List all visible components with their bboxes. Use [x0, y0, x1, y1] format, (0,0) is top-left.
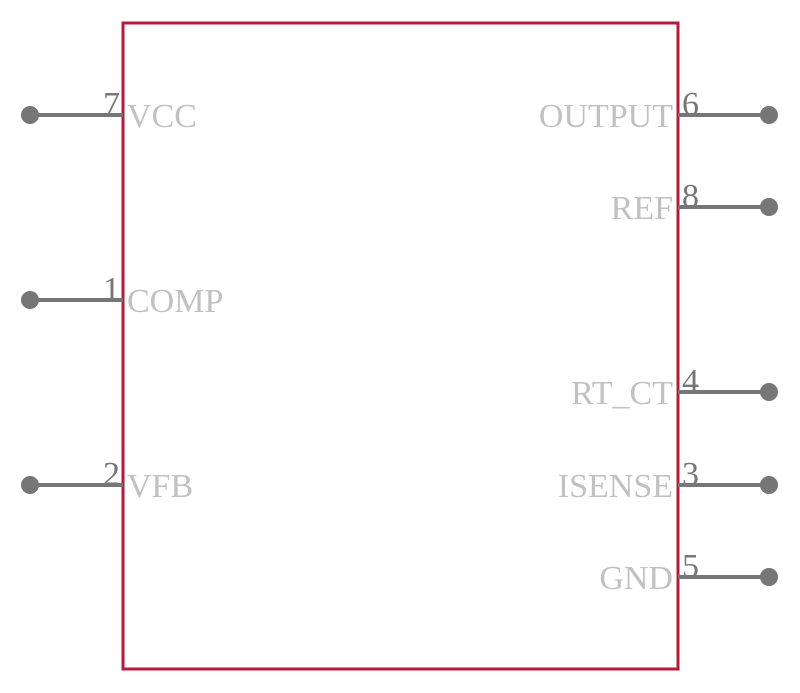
pin-end-dot[interactable]: [760, 568, 778, 586]
pin-end-dot[interactable]: [760, 476, 778, 494]
pin-ref: 8 REF: [611, 178, 778, 227]
pin-vcc: 7 VCC: [21, 86, 197, 135]
pin-label: GND: [599, 560, 673, 597]
pin-label: VCC: [127, 98, 197, 135]
pin-label: COMP: [127, 283, 223, 320]
pin-label: OUTPUT: [539, 98, 673, 135]
pin-output: 6 OUTPUT: [539, 86, 778, 135]
pin-number: 7: [103, 86, 120, 123]
pin-number: 6: [682, 86, 699, 123]
pin-end-dot[interactable]: [760, 383, 778, 401]
pin-end-dot[interactable]: [21, 106, 39, 124]
pin-number: 5: [682, 548, 699, 585]
pin-number: 1: [103, 271, 120, 308]
pin-rt-ct: 4 RT_CT: [571, 363, 778, 412]
pin-label: RT_CT: [571, 375, 673, 412]
pin-vfb: 2 VFB: [21, 456, 193, 505]
right-pins: 6 OUTPUT 8 REF 4 RT_CT 3 ISENSE 5 GND: [539, 86, 778, 597]
pin-comp: 1 COMP: [21, 271, 223, 320]
pin-label: ISENSE: [558, 468, 673, 505]
pin-end-dot[interactable]: [21, 476, 39, 494]
pin-gnd: 5 GND: [599, 548, 778, 597]
pin-isense: 3 ISENSE: [558, 456, 778, 505]
pin-end-dot[interactable]: [760, 106, 778, 124]
pin-number: 3: [682, 456, 699, 493]
pin-number: 8: [682, 178, 699, 215]
pin-label: REF: [611, 190, 673, 227]
pin-number: 2: [103, 456, 120, 493]
left-pins: 7 VCC 1 COMP 2 VFB: [21, 86, 223, 505]
pin-number: 4: [682, 363, 699, 400]
component-body: [121, 21, 680, 671]
pin-end-dot[interactable]: [21, 291, 39, 309]
pin-end-dot[interactable]: [760, 198, 778, 216]
pin-label: VFB: [127, 468, 193, 505]
